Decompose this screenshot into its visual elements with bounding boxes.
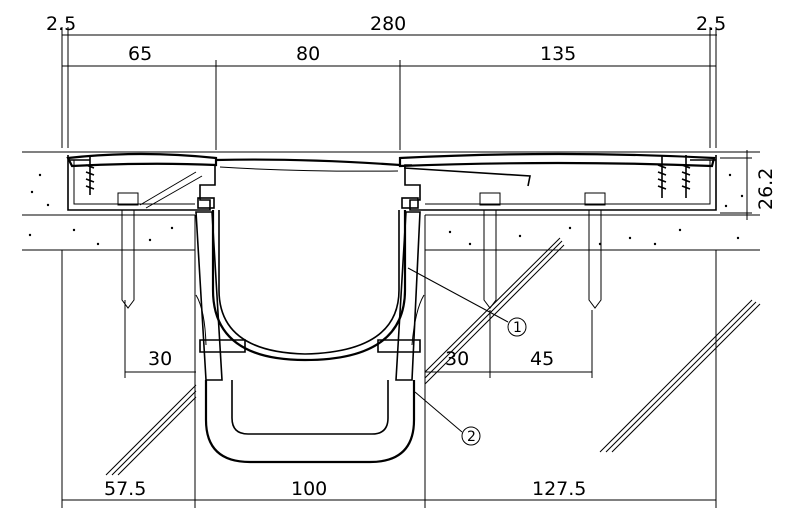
callout-one-label: 1 (513, 320, 522, 336)
dim-side-height: 26.2 (755, 168, 777, 210)
membrane-u (211, 210, 407, 362)
callout-two-label: 2 (467, 429, 476, 445)
dim-edge-left: 2.5 (46, 13, 76, 35)
dim-seg-right: 135 (540, 43, 576, 65)
drain-channel (204, 380, 416, 464)
top-dimension-chain: 2.5 280 2.5 65 80 135 (46, 13, 726, 150)
bottom-dimension-chain: 57.5 100 127.5 (61, 250, 717, 508)
inner-dimensions: 30 30 45 (124, 300, 593, 378)
dim-bottom-mid: 100 (291, 478, 327, 500)
side-plates (195, 211, 425, 381)
side-height-dimension: 26.2 (720, 150, 777, 220)
dim-seg-left: 65 (128, 43, 152, 65)
frame-profiles (67, 155, 717, 211)
dim-edge-right: 2.5 (696, 13, 726, 35)
dim-inner-right-b: 45 (530, 348, 554, 370)
dim-inner-left: 30 (148, 348, 172, 370)
dim-overall-width: 280 (370, 13, 406, 35)
anchor-bolts (85, 155, 691, 309)
callouts: 1 2 (407, 267, 527, 446)
dim-bottom-left: 57.5 (104, 478, 146, 500)
dim-inner-right-a: 30 (445, 348, 469, 370)
cover-plates (66, 152, 716, 187)
concrete-slab (22, 151, 760, 478)
dim-bottom-right: 127.5 (532, 478, 586, 500)
dim-seg-mid: 80 (296, 43, 320, 65)
